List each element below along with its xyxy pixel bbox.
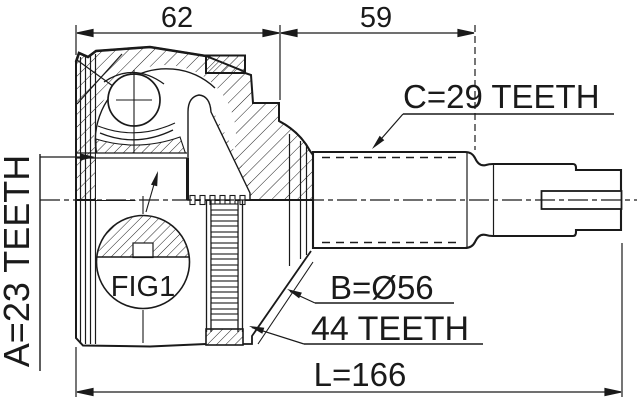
- arrowhead: [280, 28, 298, 38]
- cage-lower-arc2: [97, 122, 176, 134]
- dim-59-value: 59: [360, 2, 392, 34]
- output-shaft: [278, 120, 623, 266]
- inner-spline-text: A=23 TEETH: [0, 155, 37, 367]
- shaft-bore: [96, 153, 188, 200]
- cone-profile: [243, 250, 312, 345]
- tone-ring-top-section: [205, 54, 246, 74]
- cage-and-ball: [97, 70, 176, 164]
- arrowhead: [81, 153, 95, 161]
- inner-race-band: [95, 136, 187, 156]
- label-body-diameter: B=Ø56: [287, 269, 454, 306]
- arrowhead: [457, 28, 475, 38]
- spline-tooth-notch: [132, 242, 154, 259]
- bell-fillet: [278, 120, 311, 152]
- arrowhead: [262, 28, 280, 38]
- tone-ring-teeth: [210, 203, 239, 321]
- body-bottom-profile: [75, 200, 207, 348]
- inner-race-stem: [187, 94, 251, 201]
- dim-length-value: L=166: [314, 356, 407, 393]
- arrowhead: [76, 28, 94, 38]
- arrowhead: [372, 135, 385, 149]
- dim-62-value: 62: [161, 2, 193, 34]
- tone-ring-bottom-section: [205, 328, 244, 346]
- dimension-62: [75, 25, 281, 100]
- cone-inner-line: [257, 261, 314, 345]
- outer-race-side-view: [75, 200, 314, 348]
- arrowhead: [287, 289, 302, 299]
- cage-lower-arc: [99, 129, 174, 141]
- cage-cross-line: [76, 53, 123, 105]
- label-abs-ring: 44 TEETH: [249, 310, 483, 348]
- fig1-label: FIG1: [111, 271, 175, 303]
- label-inner-spline: A=23 TEETH: [0, 153, 95, 371]
- dimension-length: [75, 243, 623, 397]
- inner-race: [77, 94, 251, 206]
- outer-spline-text: C=29 TEETH: [403, 78, 600, 115]
- body-diameter-text: B=Ø56: [330, 269, 434, 306]
- arrowhead: [76, 387, 94, 397]
- outer-race-top-edge: [74, 45, 207, 63]
- arrowhead: [151, 171, 158, 187]
- abs-ring-text: 44 TEETH: [311, 310, 469, 348]
- arrowhead: [249, 326, 265, 334]
- dimension-59: [280, 25, 476, 150]
- arrowhead: [604, 387, 622, 397]
- abs-tone-ring: [205, 54, 246, 346]
- label-outer-spline: C=29 TEETH: [372, 78, 614, 149]
